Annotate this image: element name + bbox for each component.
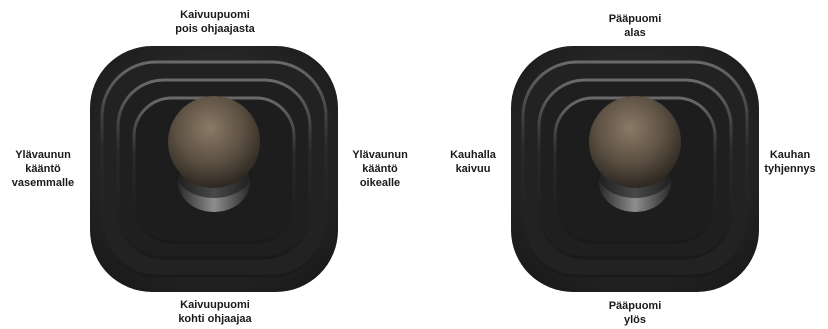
right-joystick-top-label: Pääpuomi alas: [590, 12, 680, 40]
left-joystick-left-label: Ylävaunun kääntö vasemmalle: [0, 148, 86, 190]
left-joystick[interactable]: [88, 44, 340, 294]
right-joystick-left-label: Kauhalla kaivuu: [433, 148, 513, 176]
right-joystick[interactable]: [509, 44, 761, 294]
knob: [168, 96, 260, 188]
right-joystick-graphic: [509, 44, 761, 294]
left-joystick-right-label: Ylävaunun kääntö oikealle: [340, 148, 420, 190]
right-joystick-bottom-label: Pääpuomi ylös: [590, 299, 680, 327]
left-joystick-bottom-label: Kaivuupuomi kohti ohjaajaa: [160, 298, 270, 326]
right-joystick-right-label: Kauhan tyhjennys: [752, 148, 828, 176]
knob: [589, 96, 681, 188]
left-joystick-top-label: Kaivuupuomi pois ohjaajasta: [160, 8, 270, 36]
left-joystick-graphic: [88, 44, 340, 294]
